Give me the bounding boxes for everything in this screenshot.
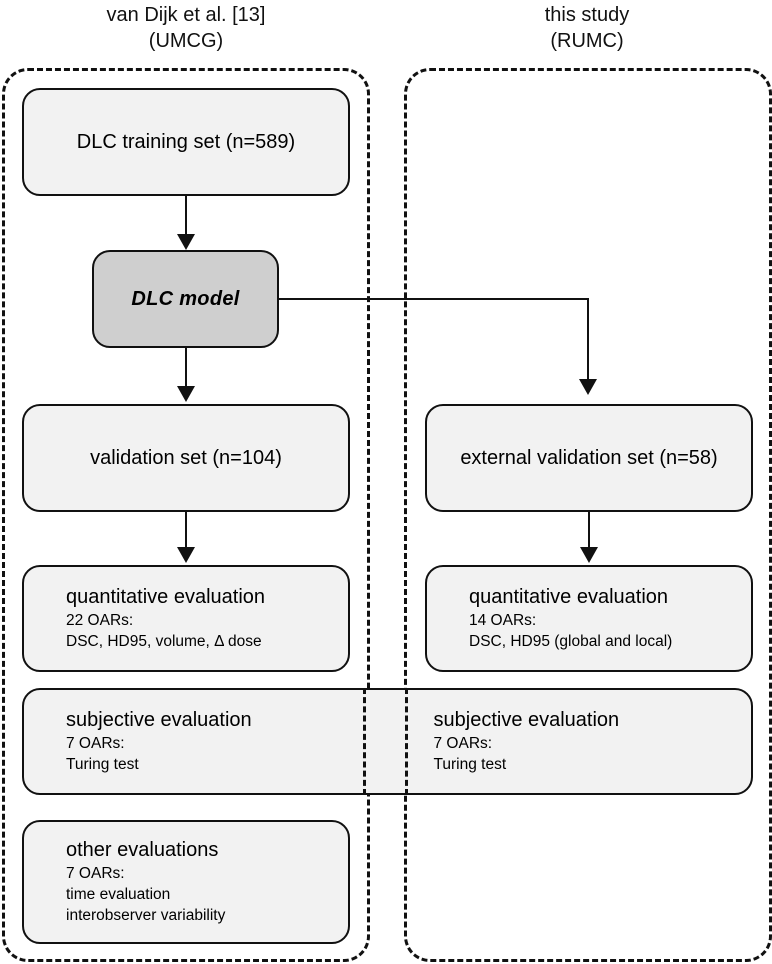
subjective-umcg-title: subjective evaluation	[66, 709, 252, 731]
other-evaluations-line-3: interobserver variability	[66, 907, 226, 924]
node-dlc-training-set[interactable]: DLC training set (n=589)	[22, 88, 350, 196]
other-evaluations-line-2: time evaluation	[66, 886, 171, 903]
arrowhead-training-to-model	[177, 234, 195, 250]
quant-umcg-line-2: DSC, HD95, volume, Δ dose	[66, 633, 262, 650]
quant-rumc-line-1: 14 OARs:	[469, 612, 537, 629]
connector-training-to-model	[184, 196, 188, 238]
subjective-rumc-line-2: Turing test	[433, 756, 507, 773]
node-dlc-model[interactable]: DLC model	[92, 250, 279, 348]
node-external-validation-set[interactable]: external validation set (n=58)	[425, 404, 753, 512]
connector-validation-to-quant-left	[184, 512, 188, 550]
node-validation-set-label: validation set (n=104)	[90, 447, 282, 469]
connector-model-to-external-vertical	[586, 297, 590, 382]
connector-model-to-validation	[184, 348, 188, 390]
other-evaluations-line-1: 7 OARs:	[66, 865, 125, 882]
arrowhead-validation-to-quant-left	[177, 547, 195, 563]
node-other-evaluations[interactable]: other evaluations 7 OARs: time evaluatio…	[22, 820, 350, 944]
subjective-rumc-text: subjective evaluation 7 OARs: Turing tes…	[388, 708, 752, 775]
institution-group-umcg	[2, 68, 370, 962]
group-divider-rumc-overlay	[404, 688, 411, 795]
other-evaluations-title: other evaluations	[66, 839, 219, 861]
connector-validation-to-quant-right	[587, 512, 591, 550]
node-quantitative-evaluation-rumc[interactable]: quantitative evaluation 14 OARs: DSC, HD…	[425, 565, 753, 672]
node-dlc-training-set-label: DLC training set (n=589)	[76, 131, 296, 153]
connector-model-to-external-horizontal	[279, 297, 589, 301]
node-quantitative-evaluation-umcg[interactable]: quantitative evaluation 22 OARs: DSC, HD…	[22, 565, 350, 672]
subjective-rumc-line-1: 7 OARs:	[433, 735, 493, 752]
subjective-umcg-text: subjective evaluation 7 OARs: Turing tes…	[24, 708, 388, 775]
arrowhead-validation-to-quant-right	[580, 547, 598, 563]
quant-rumc-title: quantitative evaluation	[469, 586, 669, 608]
arrowhead-model-to-external	[579, 379, 597, 395]
subjective-rumc-title: subjective evaluation	[433, 709, 620, 731]
arrowhead-model-to-validation	[177, 386, 195, 402]
quant-umcg-text: quantitative evaluation 22 OARs: DSC, HD…	[24, 585, 348, 652]
quant-umcg-line-1: 22 OARs:	[66, 612, 134, 629]
group-divider-umcg-overlay	[362, 688, 369, 795]
institution-group-rumc	[404, 68, 772, 962]
column-header-rumc: this study (RUMC)	[544, 4, 630, 52]
node-subjective-evaluation[interactable]: subjective evaluation 7 OARs: Turing tes…	[22, 688, 753, 795]
quant-umcg-title: quantitative evaluation	[66, 586, 266, 608]
other-evaluations-text: other evaluations 7 OARs: time evaluatio…	[24, 838, 348, 926]
subjective-umcg-line-1: 7 OARs:	[66, 735, 125, 752]
node-validation-set[interactable]: validation set (n=104)	[22, 404, 350, 512]
quant-rumc-line-2: DSC, HD95 (global and local)	[469, 633, 673, 650]
node-dlc-model-label: DLC model	[131, 288, 240, 310]
column-header-umcg: van Dijk et al. [13] (UMCG)	[106, 4, 266, 52]
subjective-umcg-line-2: Turing test	[66, 756, 139, 773]
quant-rumc-text: quantitative evaluation 14 OARs: DSC, HD…	[427, 585, 751, 652]
node-external-validation-set-label: external validation set (n=58)	[460, 447, 718, 469]
